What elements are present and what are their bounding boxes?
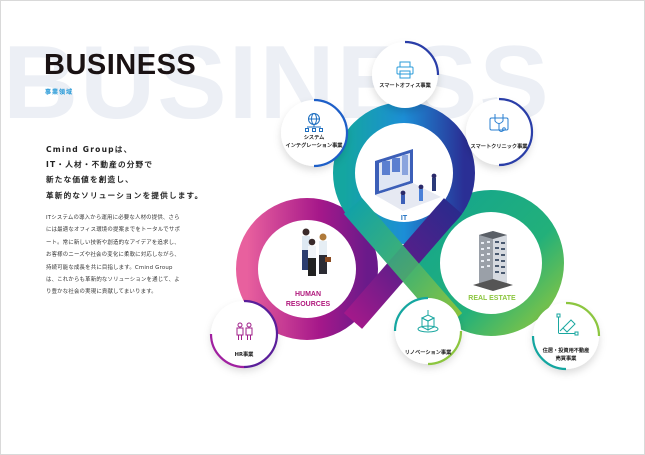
domain-label-it: IT — [400, 215, 408, 222]
service-hr[interactable]: HR事業 — [234, 352, 254, 358]
service-system-integration[interactable]: システム インテグレーション事業 — [285, 135, 343, 149]
printer-icon — [396, 61, 414, 79]
service-smart-office[interactable]: スマートオフィス事業 — [379, 83, 431, 89]
business-people-illustration — [302, 228, 331, 276]
lead-line: 新たな価値を創造し、 — [46, 175, 134, 185]
background-watermark: BUSINESS — [3, 25, 551, 141]
lead-line: 革新的なソリューションを提供します。 — [46, 190, 204, 200]
description-paragraph: ITシステムの導入から運用に必要な人材の提供、さらには最適なオフィス環境の提案ま… — [46, 215, 181, 296]
cube-build-icon — [417, 310, 439, 333]
service-real-estate-sales[interactable]: 住居・投資用不動産 売買事業 — [542, 348, 590, 362]
page-title: BUSINESS — [44, 49, 197, 81]
stethoscope-tablet-icon — [489, 114, 509, 132]
domain-label-real-estate: REAL ESTATE — [468, 295, 516, 302]
domain-label-human-resources: HUMAN RESOURCES — [285, 291, 331, 308]
laptop-team-illustration — [375, 149, 441, 211]
network-globe-icon — [305, 113, 323, 132]
service-smart-clinic[interactable]: スマートクリニック事業 — [470, 144, 528, 150]
office-building-illustration — [473, 231, 513, 291]
page-subtitle: 事業領域 — [45, 89, 74, 96]
people-icon — [236, 322, 253, 340]
lead-statement: Cmind Groupは、 IT・人材・不動産の分野で 新たな価値を創造し、 革… — [46, 142, 246, 203]
pen-tool-icon — [556, 313, 579, 336]
lead-line: Cmind Groupは、 — [46, 145, 133, 154]
service-renovation[interactable]: リノベーション事業 — [404, 350, 452, 356]
lead-line: IT・人材・不動産の分野で — [46, 160, 154, 170]
